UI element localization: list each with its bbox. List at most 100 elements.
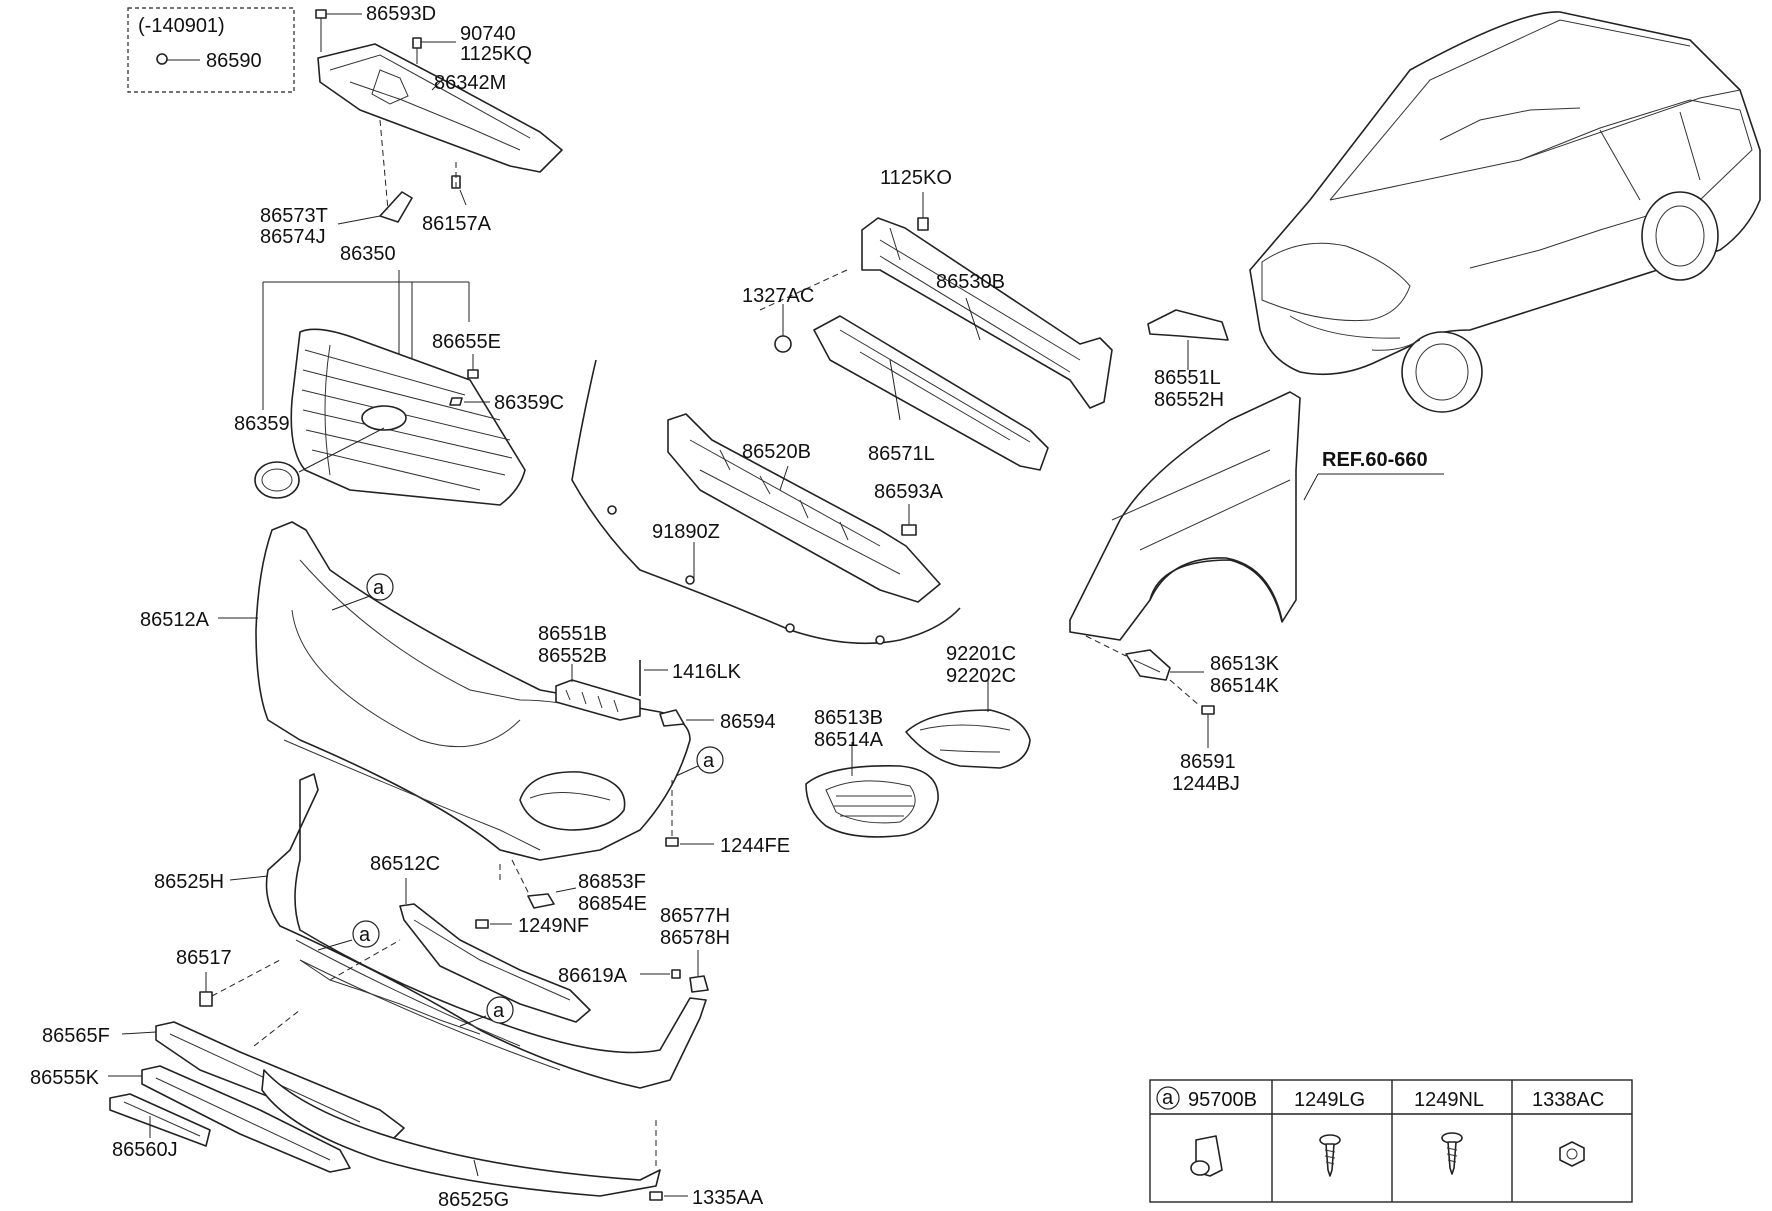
- screw-1249nf-icon: [475, 919, 512, 929]
- label-86517: 86517: [176, 947, 232, 969]
- inset-box-140901: (-140901) 86590: [127, 7, 295, 93]
- label-86551b: 86551B: [538, 623, 607, 645]
- label-86520b: 86520B: [742, 441, 811, 463]
- label-86530b: 86530B: [936, 271, 1005, 293]
- vehicle-illustration: [1249, 11, 1761, 413]
- label-86157a: 86157A: [422, 213, 492, 235]
- garnish-86555k: [108, 1065, 351, 1173]
- clip-86593d-icon: [315, 9, 362, 52]
- grille-86350: [290, 328, 526, 506]
- label-92201c: 92201C: [946, 643, 1016, 665]
- label-86513k: 86513K: [1210, 653, 1280, 675]
- fastener-legend-table: a 95700B 1249LG 1249NL 1338AC: [1149, 1079, 1633, 1203]
- bolt-86157a-icon: [451, 160, 467, 206]
- callout-a-1: a: [331, 573, 394, 611]
- svg-text:a: a: [373, 577, 385, 599]
- label-1125kq: 1125KQ: [460, 43, 532, 65]
- label-86565f: 86565F: [42, 1025, 110, 1047]
- clip-1335aa-icon: [649, 1191, 688, 1201]
- label-86591: 86591: [1180, 751, 1236, 773]
- label-92202c: 92202C: [946, 665, 1016, 687]
- label-1249nf: 1249NF: [518, 915, 589, 937]
- legend-header-1249nl: 1249NL: [1414, 1089, 1484, 1111]
- callout-a-3: a: [317, 920, 380, 951]
- beam-86530b: [759, 217, 1113, 409]
- screw-1249nl-icon: [1441, 1132, 1463, 1175]
- label-86593a: 86593A: [874, 481, 944, 503]
- harness-91890z: [571, 359, 961, 645]
- label-86512a: 86512A: [140, 609, 210, 631]
- beam-86571l: [813, 315, 1049, 471]
- label-1125ko: 1125KO: [880, 167, 952, 189]
- bracket-86853f: [511, 859, 577, 909]
- label-86594: 86594: [720, 711, 776, 733]
- label-86514k: 86514K: [1210, 675, 1280, 697]
- legend-header-1249lg: 1249LG: [1294, 1089, 1365, 1111]
- label-86574j: 86574J: [260, 226, 326, 248]
- bracket-86513k: [1085, 635, 1204, 681]
- legend-callout-a: a: [1162, 1087, 1174, 1109]
- label-86350: 86350: [340, 243, 396, 265]
- legend-header-1338ac: 1338AC: [1532, 1089, 1604, 1111]
- label-86359: 86359: [234, 413, 290, 435]
- radiator-cover-86342m: [315, 9, 563, 173]
- lower-bumper-86525h: [229, 773, 707, 1089]
- svg-text:a: a: [359, 924, 371, 946]
- clip-86517-icon: [199, 959, 281, 1007]
- bolt-1125ko-icon: [917, 192, 929, 231]
- label-86555k: 86555K: [30, 1067, 100, 1089]
- label-86525g: 86525G: [438, 1189, 509, 1211]
- label-86552h: 86552H: [1154, 389, 1224, 411]
- label-86593d: 86593D: [366, 3, 436, 25]
- assembly-dashed-lines: [253, 860, 501, 1047]
- label-86655e: 86655E: [432, 331, 501, 353]
- label-86513b: 86513B: [814, 707, 883, 729]
- label-90740: 90740: [460, 23, 516, 45]
- screw-1244fe-icon: [665, 780, 714, 847]
- label-1335aa: 1335AA: [692, 1187, 764, 1209]
- label-86577h: 86577H: [660, 905, 730, 927]
- label-86590: 86590: [206, 50, 262, 72]
- label-86342m: 86342M: [434, 72, 506, 94]
- strip-86512c: [399, 878, 591, 1023]
- label-86525h: 86525H: [154, 871, 224, 893]
- svg-text:a: a: [703, 750, 715, 772]
- label-86573t: 86573T: [260, 205, 328, 227]
- bumper-cover-86512a: [218, 521, 691, 861]
- label-86619a: 86619A: [558, 965, 628, 987]
- label-1244bj: 1244BJ: [1172, 773, 1240, 795]
- label-1244fe: 1244FE: [720, 835, 790, 857]
- svg-text:a: a: [493, 1000, 505, 1022]
- sensor-95700b-icon: [1190, 1135, 1223, 1177]
- lip-86525g: [261, 1069, 661, 1197]
- nut-1327ac-icon: [774, 304, 792, 353]
- pin-1416lk-icon: [639, 660, 668, 696]
- label-1416lk: 1416LK: [672, 661, 742, 683]
- absorber-86520b: [667, 413, 941, 603]
- label-86551l: 86551L: [1154, 367, 1221, 389]
- callout-a-2: a: [675, 746, 724, 777]
- emblem-86359: [254, 427, 385, 499]
- legend-header-95700b: 95700B: [1188, 1089, 1257, 1111]
- bracket-86551b: [555, 664, 641, 721]
- clip-86655e-icon: [467, 354, 479, 379]
- nut-1338ac-icon: [1559, 1141, 1585, 1167]
- callout-a-4: a: [459, 996, 514, 1027]
- clip-86593a-icon: [901, 504, 917, 536]
- label-86359c: 86359C: [494, 392, 564, 414]
- label-140901: (-140901): [138, 15, 225, 37]
- screw-1249lg-icon: [1319, 1134, 1341, 1177]
- fog-lamp-92201c: [905, 678, 1031, 769]
- label-86571l: 86571L: [868, 443, 935, 465]
- skid-plate-86560j: [109, 1093, 211, 1147]
- label-86853f: 86853F: [578, 871, 646, 893]
- label-91890z: 91890Z: [652, 521, 720, 543]
- label-86514a: 86514A: [814, 729, 884, 751]
- label-ref-60-660: REF.60-660: [1322, 449, 1428, 471]
- clip-86359c-icon: [449, 397, 490, 406]
- clip-86594-icon: [659, 709, 714, 727]
- label-86512c: 86512C: [370, 853, 440, 875]
- clip-86590-icon: [156, 53, 200, 65]
- fog-lamp-cover-86513b: [805, 742, 939, 838]
